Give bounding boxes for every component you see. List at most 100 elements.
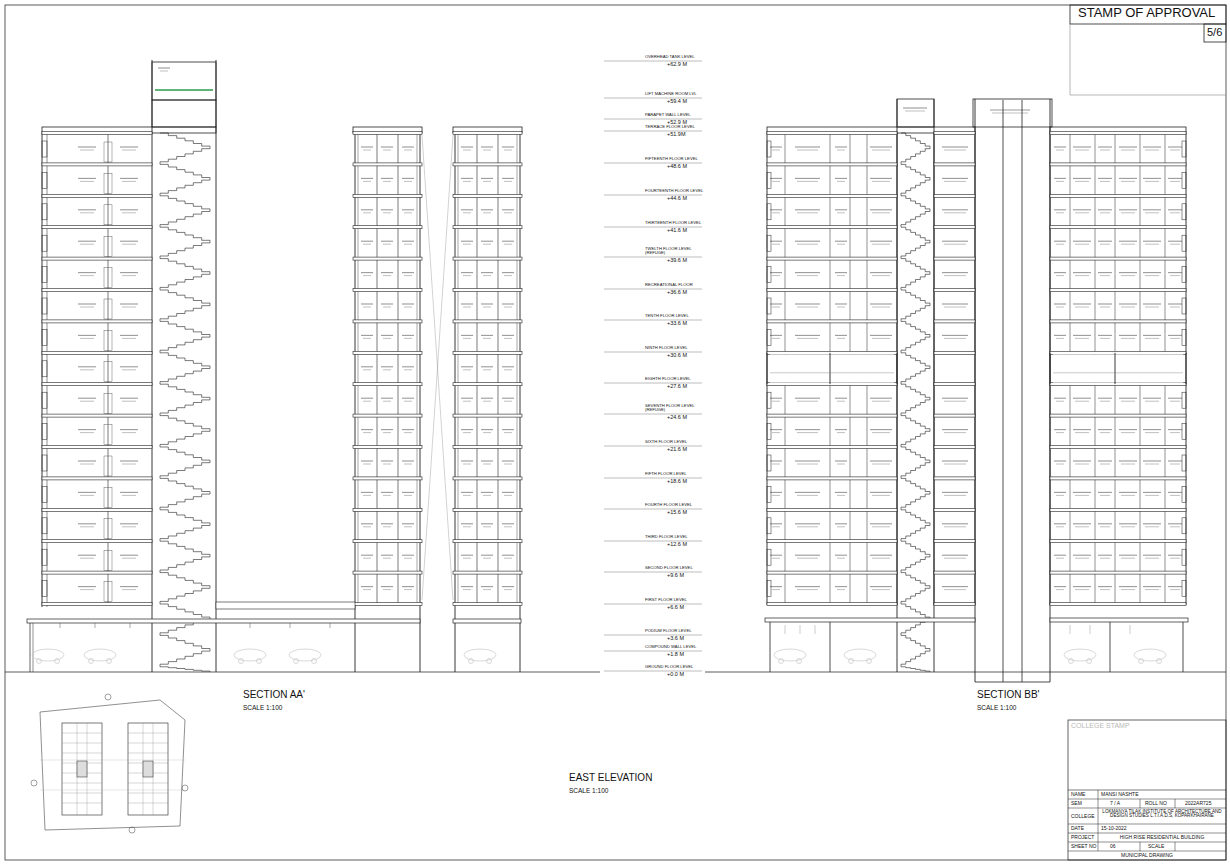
door (104, 173, 112, 193)
drawing-line (1068, 824, 1226, 825)
text-placeholder (1119, 398, 1137, 399)
stair-flight (160, 180, 210, 196)
grid-line (40, 760, 185, 761)
text-placeholder (1073, 460, 1091, 461)
text-placeholder (483, 212, 491, 213)
text-placeholder (837, 338, 845, 339)
level-value: +15.6 M (667, 510, 687, 516)
text-placeholder (463, 432, 471, 433)
floor-slab (453, 320, 522, 323)
text-placeholder (1098, 209, 1112, 210)
text-placeholder (80, 495, 94, 496)
text-placeholder (942, 303, 968, 304)
text-placeholder (483, 275, 491, 276)
text-placeholder (942, 460, 968, 461)
stamp-title-box (1070, 5, 1226, 24)
text-placeholder (1170, 558, 1180, 559)
text-placeholder (381, 366, 393, 367)
floor-slab (353, 351, 422, 354)
level-line (604, 383, 702, 384)
stair-flight (901, 306, 930, 322)
floor-slab (353, 132, 422, 135)
text-placeholder (122, 369, 136, 370)
text-placeholder (1168, 178, 1182, 179)
stair-flight (901, 369, 930, 385)
text-placeholder (463, 244, 471, 245)
floor-slab (353, 414, 422, 417)
text-placeholder (402, 555, 414, 556)
text-placeholder (363, 369, 371, 370)
field-name: DATE (1071, 826, 1084, 831)
window (42, 424, 47, 440)
text-placeholder (481, 335, 493, 336)
floor-slab (767, 603, 897, 606)
text-placeholder (122, 181, 136, 182)
text-placeholder (1168, 460, 1182, 461)
stair-flight (160, 573, 210, 589)
field-name: NAME (1071, 792, 1085, 797)
window (1182, 455, 1186, 471)
section-marker (105, 694, 111, 700)
plan-line (62, 783, 102, 784)
text-placeholder (772, 432, 780, 433)
text-placeholder (835, 460, 847, 461)
text-placeholder (463, 526, 471, 527)
text-placeholder (770, 209, 782, 210)
text-placeholder (122, 338, 136, 339)
field-name: PROJECT (1071, 835, 1094, 840)
scale-note: SCALE 1:100 (243, 705, 282, 712)
door (104, 330, 112, 350)
text-placeholder (483, 244, 491, 245)
text-placeholder (942, 586, 968, 587)
text-placeholder (942, 209, 968, 210)
text-placeholder (381, 241, 393, 242)
text-placeholder (797, 275, 818, 276)
floor-slab (453, 446, 522, 449)
text-placeholder (1119, 272, 1137, 273)
text-placeholder (1056, 526, 1064, 527)
text-placeholder (404, 275, 412, 276)
text-placeholder (1170, 401, 1180, 402)
text-placeholder (361, 272, 373, 273)
text-placeholder (483, 181, 491, 182)
text-placeholder (402, 241, 414, 242)
field-value: 2022AR725 (1185, 801, 1211, 806)
level-line (604, 478, 702, 479)
text-placeholder (463, 589, 471, 590)
car-wheel (797, 659, 802, 664)
text-placeholder (1145, 212, 1159, 213)
parking-mark (1070, 625, 1071, 634)
text-placeholder (404, 212, 412, 213)
drawing-line (1175, 799, 1176, 808)
stair-flight (901, 573, 930, 589)
text-placeholder (772, 307, 780, 308)
text-placeholder (797, 432, 818, 433)
text-placeholder (1100, 401, 1110, 402)
text-placeholder (363, 244, 371, 245)
field-value: MANSI NASHTE (1101, 792, 1139, 797)
text-placeholder (1119, 460, 1137, 461)
text-placeholder (381, 303, 393, 304)
text-placeholder (402, 272, 414, 273)
text-placeholder (872, 401, 890, 402)
text-placeholder (870, 555, 892, 556)
floor-slab (353, 257, 422, 260)
text-placeholder (837, 464, 845, 465)
text-placeholder (903, 107, 927, 108)
text-placeholder (461, 272, 473, 273)
text-placeholder (835, 178, 847, 179)
floor-slab (453, 226, 522, 229)
floor-slab (767, 383, 897, 386)
floor-slab (1050, 571, 1186, 574)
text-placeholder (1145, 307, 1159, 308)
title-block (1068, 720, 1226, 860)
floor-slab (934, 446, 975, 449)
text-placeholder (361, 492, 373, 493)
stair-flight (160, 149, 210, 165)
text-placeholder (1170, 432, 1180, 433)
text-placeholder (1056, 338, 1064, 339)
text-placeholder (835, 429, 847, 430)
stamp-area (1070, 95, 1226, 96)
text-placeholder (1100, 244, 1110, 245)
